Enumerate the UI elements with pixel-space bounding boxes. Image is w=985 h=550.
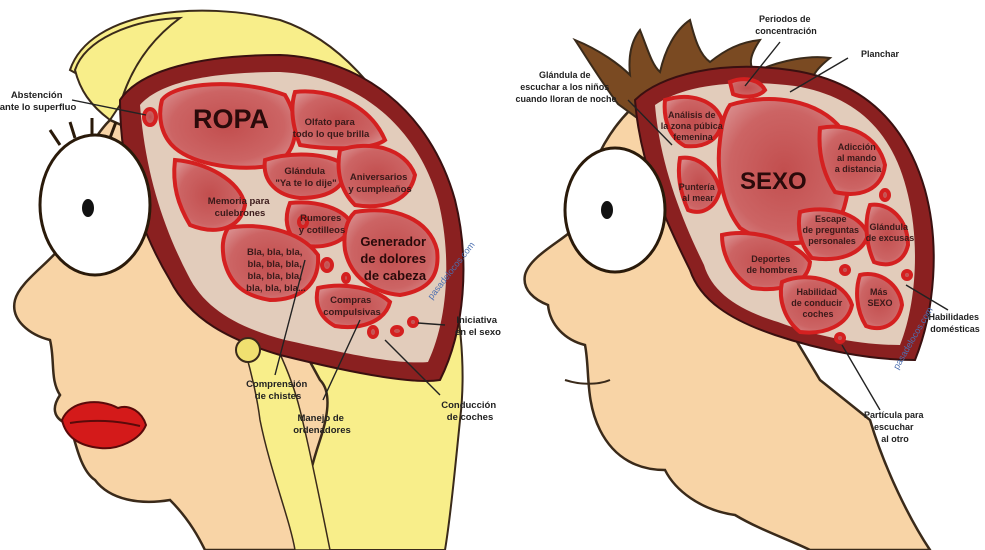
callout-abstencion: Abstención ante lo superfluo (0, 90, 76, 113)
woman-pupil (82, 199, 94, 217)
label-glandula-excusas: Glándula de excusas (866, 222, 915, 243)
label-analisis: Análisis de la zona púbica femenina (661, 110, 726, 142)
lobe-dot-a (297, 215, 309, 229)
lobe-escape (796, 207, 871, 262)
callout-habilidades: Habilidades domésticas (928, 312, 981, 334)
lobe-adiccion (817, 124, 888, 196)
label-habilidad: Habilidad de conducir coches (791, 287, 845, 319)
callout-iniciativa: Iniciativa en el sexo (455, 315, 501, 338)
label-generador: Generador de dolores de cabeza (360, 234, 429, 283)
lobe-periodos (727, 77, 768, 99)
callouts-right: Periodos de concentración Planchar Glánd… (515, 14, 981, 444)
man-mouth (564, 379, 611, 385)
woman-eye (38, 133, 152, 277)
label-rumores: Rumores y cotilleos (299, 213, 345, 236)
lobe-glandula (262, 152, 348, 201)
brain-lobes-right (662, 77, 913, 344)
lobe-dot-d (367, 325, 379, 339)
label-punteria: Puntería al mear (679, 182, 718, 203)
lobe-dot-c (341, 272, 351, 284)
lobe-dot-b (320, 257, 334, 273)
label-mas-sexo: Más SEXO (867, 287, 892, 308)
label-olfato: Olfato para todo lo que brilla (293, 117, 370, 140)
callout-periodos: Periodos de concentración (755, 14, 817, 36)
callouts-left: Abstención ante lo superfluo Iniciativa … (0, 90, 501, 436)
callout-conduccion: Conducción de coches (441, 400, 499, 423)
lobe-glandula-excusas (864, 202, 911, 267)
lobe-aniversarios (336, 143, 418, 209)
lobe-dot-e (390, 325, 404, 337)
callout-comprension: Comprensión de chistes (246, 379, 310, 402)
label-glandula: Glándula "Ya te lo dije" (275, 166, 336, 189)
label-compras: Compras compulsivas (323, 295, 381, 318)
man-eye (563, 146, 667, 274)
callout-manejo: Manejo de ordenadores (293, 413, 351, 436)
label-aniversarios: Aniversarios y cumpleaños (348, 172, 411, 195)
label-adiccion: Adicción al mando a distancia (835, 142, 883, 174)
leader-lines-right (627, 41, 949, 411)
label-memoria: Memoria para culebrones (208, 196, 272, 219)
lobe-bla (220, 224, 321, 303)
woman-lips (60, 401, 148, 450)
woman-head-panel (12, 9, 465, 550)
label-deportes: Deportes de hombres (746, 254, 797, 275)
man-head-panel (523, 18, 935, 550)
leader-lines-left (71, 99, 446, 401)
brain-lobes-left (142, 82, 440, 339)
lobe-generador (342, 208, 440, 298)
lobe-dot-r3 (901, 269, 913, 281)
lobe-punteria (676, 155, 723, 214)
lobe-dot-f (407, 316, 419, 328)
label-escape: Escape de preguntas personales (802, 214, 861, 246)
lobe-dot-r4 (834, 332, 846, 344)
man-pupil (601, 201, 613, 219)
lobe-analisis (662, 94, 725, 149)
lobe-dot-r2 (839, 264, 851, 276)
main-label-ropa: ROPA (193, 104, 269, 134)
lobe-dot-r1 (879, 188, 891, 202)
earring (235, 337, 261, 363)
callout-planchar: Planchar (861, 49, 900, 59)
label-bla: Bla, bla, bla, bla, bla, bla, bla, bla, … (246, 247, 306, 294)
woman-eyelashes (48, 118, 118, 146)
lobe-rumores (284, 200, 355, 249)
lobe-habilidad (779, 275, 855, 335)
lobe-mas-sexo (855, 272, 905, 331)
lobe-compras (314, 283, 393, 329)
callout-particula: Partícula para escuchar al otro (864, 410, 926, 444)
callout-glandula-escuchar: Glándula de escuchar a los niños cuando … (515, 70, 616, 104)
main-label-sexo: SEXO (740, 168, 807, 195)
lobe-abstencion (142, 107, 158, 127)
